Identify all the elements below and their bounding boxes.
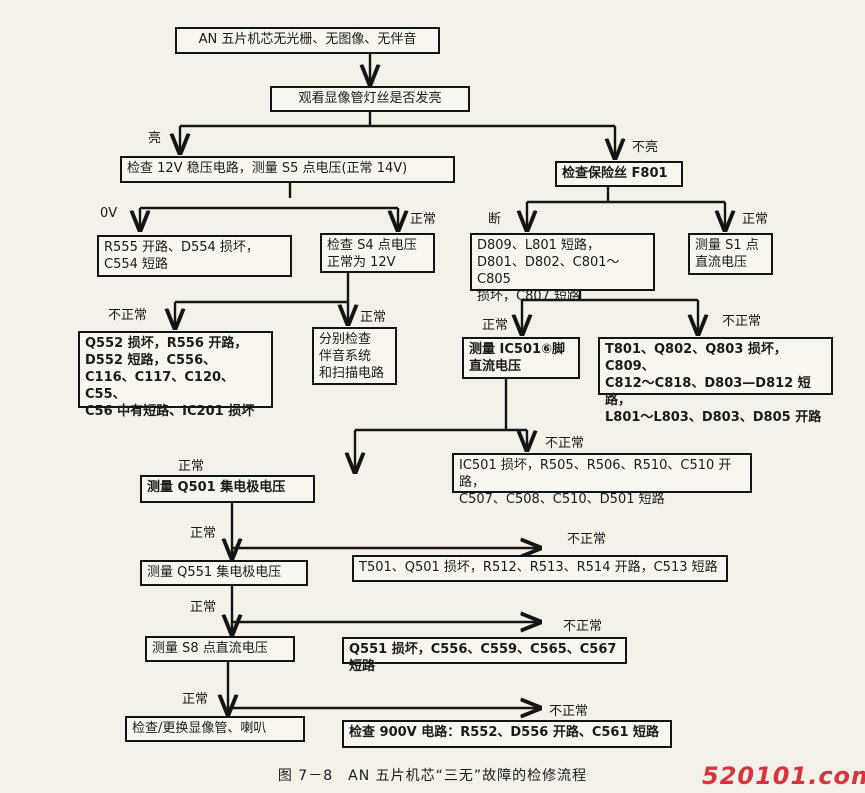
check-fuse-box: 检查保险丝 F801: [555, 161, 683, 187]
check-12v-box: 检查 12V 稳压电路，测量 S5 点电压(正常 14V): [120, 156, 455, 183]
label-abnormal-q551: 不正常: [563, 619, 603, 634]
q552-fault-box: Q552 损坏，R556 开路， D552 短路，C556、 C116、C117…: [78, 331, 273, 419]
check-audio-scan-box: 分别检查 伴音系统 和扫描电路: [312, 327, 397, 385]
r555-fault-box: R555 开路、D554 损坏， C554 短路: [97, 235, 292, 277]
t501-fault-box: T501、Q501 损坏，R512、R513、R514 开路，C513 短路: [352, 555, 728, 582]
q551-fault-box: Q551 损坏，C556、C559、C565、C567 短路: [342, 637, 627, 674]
check-s4-box: 检查 S4 点电压 正常为 12V: [320, 233, 435, 273]
label-normal-ic501: 正常: [482, 318, 509, 333]
label-not-bright: 不亮: [632, 140, 659, 155]
label-abnormal-s4: 不正常: [108, 308, 148, 323]
label-normal-crt: 正常: [182, 692, 209, 707]
d809-fault-box: D809、L801 短路， D801、D802、C801～C805 损坏，C80…: [470, 233, 655, 304]
label-normal-q551: 正常: [190, 526, 217, 541]
label-abnormal-t501: 不正常: [567, 532, 607, 547]
check-900v-box: 检查 900V 电路：R552、D556 开路、C561 短路: [342, 720, 672, 748]
label-normal-audio: 正常: [360, 310, 387, 325]
measure-q501-box: 测量 Q501 集电极电压: [140, 475, 315, 503]
observe-filament-box: 观看显像管灯丝是否发亮: [270, 86, 470, 112]
label-blown: 断: [488, 212, 502, 227]
label-0v: 0V: [100, 206, 118, 221]
ic501-fault-box: IC501 损坏，R505、R506、R510、C510 开路， C507、C5…: [452, 453, 752, 507]
measure-s1-box: 测量 S1 点 直流电压: [688, 233, 773, 275]
figure-caption: 图 7－8 AN 五片机芯“三无”故障的检修流程: [277, 768, 588, 784]
label-abnormal-s1: 不正常: [722, 314, 762, 329]
start-box: AN 五片机芯无光栅、无图像、无伴音: [175, 27, 440, 54]
label-normal-q501: 正常: [178, 459, 205, 474]
measure-s8-box: 测量 S8 点直流电压: [145, 636, 295, 662]
measure-ic501-box: 测量 IC501⑥脚 直流电压: [462, 337, 580, 379]
label-normal-s4: 正常: [410, 212, 437, 227]
label-normal-s8: 正常: [190, 600, 217, 615]
label-abnormal-900v: 不正常: [549, 704, 589, 719]
label-normal-s1: 正常: [742, 212, 769, 227]
label-bright: 亮: [148, 131, 162, 146]
replace-crt-box: 检查/更换显像管、喇叭: [125, 716, 305, 742]
t801-fault-box: T801、Q802、Q803 损坏，C809、 C812～C818、D803—D…: [598, 337, 833, 425]
watermark-logo: 520101.com: [702, 762, 865, 790]
label-abnormal-ic501: 不正常: [545, 436, 585, 451]
measure-q551-box: 测量 Q551 集电极电压: [140, 560, 308, 586]
